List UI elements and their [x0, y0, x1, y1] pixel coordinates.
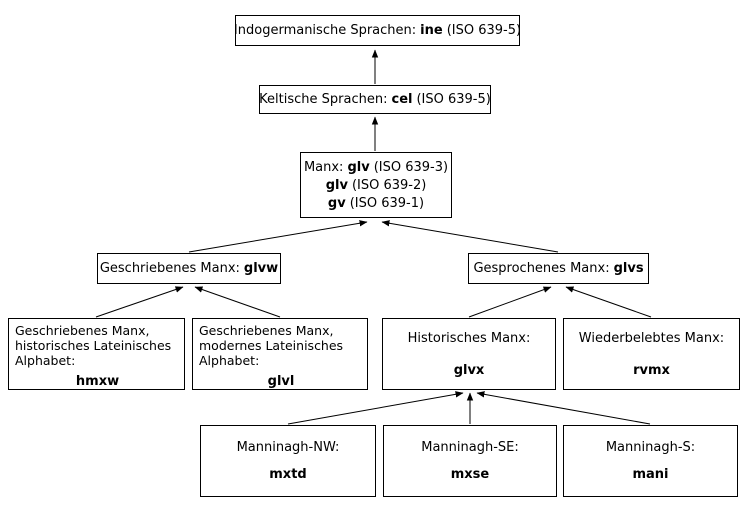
node-mxtd: Manninagh-NW: mxtd: [200, 425, 376, 497]
node-cel-text: Keltische Sprachen: cel (ISO 639-5): [259, 92, 491, 107]
node-glvx-label: Historisches Manx:: [407, 330, 531, 346]
node-mxse-label: Manninagh-SE:: [421, 440, 519, 455]
node-mxse-code: mxse: [450, 467, 490, 482]
node-manx-iso3: (ISO 639-1): [349, 195, 425, 211]
node-manx-iso1: (ISO 639-3): [373, 159, 449, 175]
edge-glvl-to-glvw: [194, 286, 281, 318]
node-glvl-line1: Geschriebenes Manx,: [199, 323, 334, 338]
node-mani-label: Manninagh-S:: [605, 440, 696, 455]
edge-mani-to-glvx: [476, 391, 651, 425]
node-hmxw: Geschriebenes Manx, historisches Lateini…: [8, 318, 185, 390]
node-ine-iso: (ISO 639-5): [446, 23, 522, 38]
node-glvs: Gesprochenes Manx: glvs: [468, 253, 649, 284]
edge-glvx-to-glvs: [468, 286, 552, 318]
node-manx-line2: glv (ISO 639-2): [326, 178, 427, 193]
node-manx-iso2: (ISO 639-2): [351, 177, 427, 193]
edge-hmxw-to-glvw: [95, 286, 184, 318]
edge-mxtd-to-glvx: [287, 391, 464, 425]
node-glvl-line2: modernes Lateinisches: [199, 337, 344, 353]
node-manx-line3: gv (ISO 639-1): [328, 196, 424, 211]
node-glvw-text: Geschriebenes Manx: glvw: [100, 261, 278, 276]
node-mxtd-label: Manninagh-NW:: [236, 440, 340, 455]
node-manx-line1: Manx: glv (ISO 639-3): [304, 160, 448, 175]
node-manx-label: Manx:: [303, 159, 344, 175]
node-manx-code3: gv: [327, 195, 346, 211]
node-hmxw-line2: historisches Lateinisches: [15, 337, 172, 353]
node-glvs-text: Gesprochenes Manx: glvs: [473, 261, 643, 276]
node-glvl: Geschriebenes Manx, modernes Lateinische…: [192, 318, 368, 390]
edge-glvs-to-manx: [381, 220, 559, 253]
node-ine-text: Indogermanische Sprachen: ine (ISO 639-5…: [234, 23, 521, 38]
node-rvmx-label: Wiederbelebtes Manx:: [578, 330, 725, 346]
edge-glvw-to-manx: [188, 220, 368, 253]
node-cel-iso: (ISO 639-5): [416, 92, 491, 107]
node-glvl-code: glvl: [267, 374, 295, 390]
node-ine: Indogermanische Sprachen: ine (ISO 639-5…: [234, 15, 521, 46]
node-ine-label: Indogermanische Sprachen:: [233, 23, 417, 38]
node-rvmx: Wiederbelebtes Manx: rvmx: [563, 318, 740, 390]
node-glvs-label: Gesprochenes Manx:: [473, 261, 610, 276]
node-mani-code: mani: [632, 467, 669, 482]
node-glvs-code: glvs: [613, 261, 644, 276]
node-manx-code2: glv: [325, 177, 348, 193]
node-cel: Keltische Sprachen: cel (ISO 639-5): [259, 85, 491, 114]
node-manx: Manx: glv (ISO 639-3) glv (ISO 639-2) gv…: [300, 152, 452, 218]
node-glvx: Historisches Manx: glvx: [382, 318, 556, 390]
node-glvw-label: Geschriebenes Manx:: [99, 261, 240, 276]
node-glvw-code: glvw: [243, 261, 279, 276]
node-cel-code: cel: [391, 92, 413, 107]
node-hmxw-code: hmxw: [75, 374, 120, 390]
node-mani: Manninagh-S: mani: [563, 425, 738, 497]
node-glvx-code: glvx: [453, 362, 485, 378]
node-hmxw-line3: Alphabet:: [15, 352, 76, 368]
node-ine-code: ine: [420, 23, 443, 38]
edge-rvmx-to-glvs: [565, 286, 652, 318]
node-mxse: Manninagh-SE: mxse: [383, 425, 557, 497]
node-hmxw-line1: Geschriebenes Manx,: [15, 323, 150, 338]
node-rvmx-code: rvmx: [633, 362, 670, 378]
node-mxtd-code: mxtd: [269, 467, 307, 482]
node-glvw: Geschriebenes Manx: glvw: [97, 253, 281, 284]
node-glvl-line3: Alphabet:: [199, 352, 260, 368]
node-cel-label: Keltische Sprachen:: [259, 92, 388, 107]
node-manx-code1: glv: [347, 159, 370, 175]
